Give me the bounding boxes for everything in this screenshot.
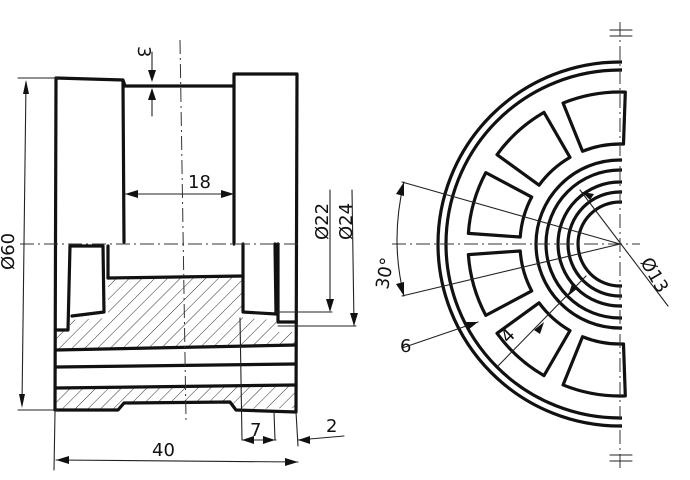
label-40: 40 xyxy=(152,440,175,461)
inner-left-rib xyxy=(54,244,106,332)
section-hatch-bottom xyxy=(55,385,296,409)
label-30deg: 30° xyxy=(372,256,398,291)
label-d13: Ø13 xyxy=(636,254,673,297)
label-2: 2 xyxy=(326,416,337,437)
label-d24: Ø24 xyxy=(336,203,357,240)
window-slot xyxy=(495,110,572,187)
window-slot xyxy=(466,249,534,317)
label-7: 7 xyxy=(250,420,261,441)
window-slot xyxy=(495,301,572,378)
window-slots xyxy=(466,90,627,398)
label-d60: Ø60 xyxy=(0,233,19,270)
label-3: 3 xyxy=(133,46,154,57)
window-slot xyxy=(466,171,534,239)
label-d22: Ø22 xyxy=(312,203,333,240)
dimension-7-2: 7 2 xyxy=(241,416,345,444)
label-6: 6 xyxy=(400,336,411,357)
dimension-40: 40 xyxy=(53,411,299,471)
side-view xyxy=(20,39,300,447)
dimension-6: 6 xyxy=(400,321,479,357)
outer-outline xyxy=(53,72,299,414)
front-view-centerlines xyxy=(392,22,640,470)
dimension-30deg: 30° xyxy=(372,181,621,297)
dimension-d60: Ø60 xyxy=(0,77,59,411)
dimension-4: 4 xyxy=(497,275,587,367)
label-4: 4 xyxy=(497,325,520,348)
inner-right-rib xyxy=(241,242,278,316)
window-slot xyxy=(561,90,627,153)
label-18: 18 xyxy=(188,172,211,193)
dimension-d22-d24: Ø22 Ø24 xyxy=(275,189,358,327)
section-hatch-main xyxy=(56,276,296,350)
dimension-3: 3 xyxy=(133,46,156,117)
window-slot xyxy=(561,335,627,398)
dimension-18: 18 xyxy=(124,172,235,198)
